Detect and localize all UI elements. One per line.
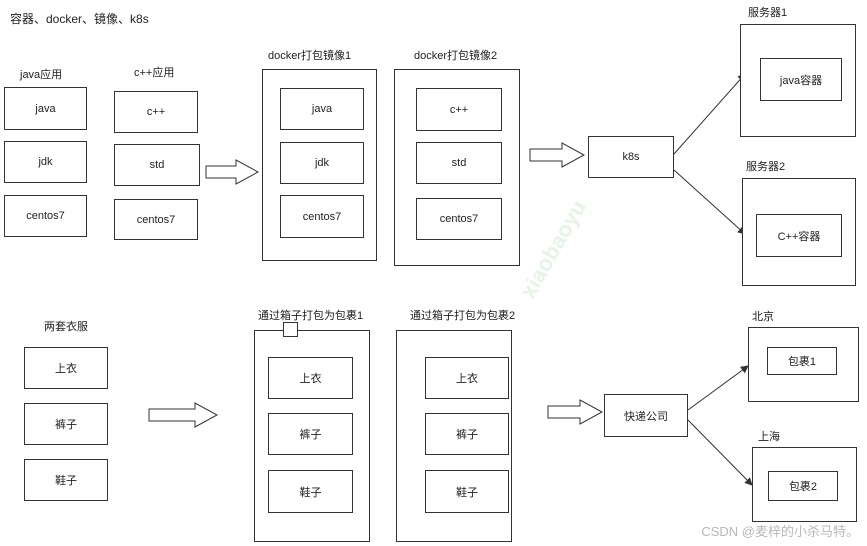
page-heading: 容器、docker、镜像、k8s [10,12,149,26]
arrow-k8s-to-server1 [673,73,746,155]
package2-title: 通过箱子打包为包裹2 [410,310,516,322]
image2-title: docker打包镜像2 [414,50,498,62]
package1-handle [283,322,298,337]
beijing-item-package1: 包裹1 [767,347,837,375]
image1-item-centos7: centos7 [280,195,364,238]
clothes-title: 两套衣服 [44,321,88,333]
clothes-item-pants: 裤子 [24,403,108,445]
cpp-app-item-std: std [114,144,200,186]
shanghai-item-package2: 包裹2 [768,471,838,501]
server2-item-cpp-container: C++容器 [756,214,842,257]
arrow-courier-to-shanghai [687,419,753,486]
package1-title: 通过箱子打包为包裹1 [258,310,364,322]
courier-box: 快递公司 [604,394,688,437]
beijing-title: 北京 [752,311,774,323]
clothes-item-top: 上衣 [24,347,108,389]
java-app-item-jdk: jdk [4,141,87,183]
image1-item-jdk: jdk [280,142,364,184]
faint-watermark: xiaobaoyu [515,195,592,303]
csdn-watermark: CSDN @麦梓的小杀马特。 [701,524,859,539]
k8s-box: k8s [588,136,674,178]
java-app-item-java: java [4,87,87,130]
package1-item-pants: 裤子 [268,413,353,455]
package2-item-shoes: 鞋子 [425,470,509,513]
server1-title: 服务器1 [748,7,788,19]
image2-item-centos7: centos7 [416,198,502,240]
arrow-courier-to-beijing [687,365,749,411]
package2-item-pants: 裤子 [425,413,509,455]
block-arrow-clothes-to-packages [148,402,219,428]
block-arrow-apps-to-images [205,159,260,185]
arrow-k8s-to-server2 [673,169,746,235]
image2-item-std: std [416,142,502,184]
server2-title: 服务器2 [746,161,786,173]
java-app-title: java应用 [20,69,63,81]
shanghai-title: 上海 [758,431,780,443]
block-arrow-images-to-k8s [529,142,586,168]
package2-item-top: 上衣 [425,357,509,399]
image2-item-cpp: c++ [416,88,502,131]
cpp-app-title: c++应用 [134,67,175,79]
block-arrow-packages-to-courier [547,399,604,425]
image1-item-java: java [280,88,364,130]
cpp-app-item-cpp: c++ [114,91,198,133]
image1-title: docker打包镜像1 [268,50,352,62]
clothes-item-shoes: 鞋子 [24,459,108,501]
cpp-app-item-centos7: centos7 [114,199,198,240]
package1-item-shoes: 鞋子 [268,470,353,513]
package1-item-top: 上衣 [268,357,353,399]
server1-item-java-container: java容器 [760,58,842,101]
java-app-item-centos7: centos7 [4,195,87,237]
